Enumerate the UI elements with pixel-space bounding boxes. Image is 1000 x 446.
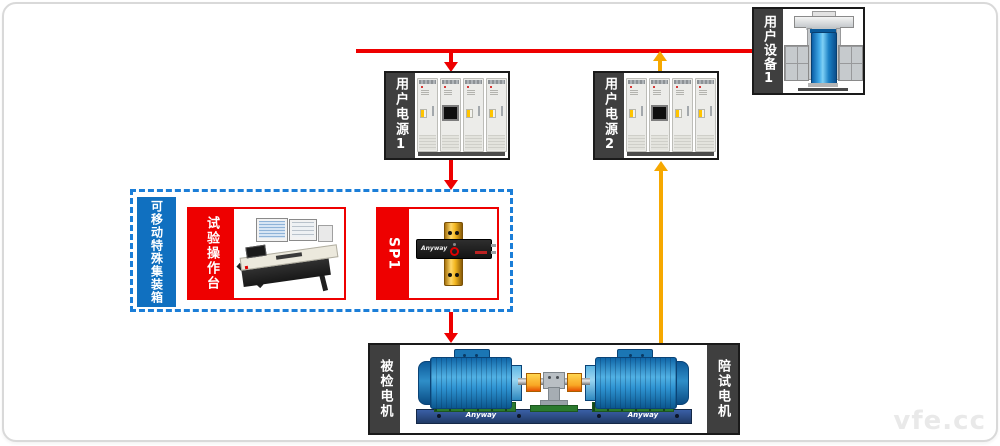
cabinet-illustration [462,78,484,152]
center-mount-plate [530,405,578,412]
cabinet-illustration [439,78,461,152]
cabinet-illustration [625,78,647,152]
tested-motor-label: 被检电机 [377,359,393,419]
test-console-label: 试验操作台 [204,216,219,291]
user-power-1-label-strip: 用户电源1 [386,73,415,158]
motor-bench-illustration: Anyway Anyway [400,345,707,433]
cabinet-base [418,152,505,156]
mobile-container-label-strip: 可移动特殊集装箱 [137,197,176,307]
cabinet-illustration [416,78,438,152]
node-user-power-2: 用户电源2 [593,71,719,160]
user-device-1-label: 用户设备1 [761,15,776,87]
user-device-1-machine [783,9,863,93]
arrow-bus-to-power1 [444,52,458,72]
user-power-2-label: 用户电源2 [602,77,617,154]
user-power-1-cabinets [415,73,508,158]
machine-crossbar [806,27,840,30]
node-user-device-1: 用户设备1 [752,7,865,95]
machine-foot [808,83,838,87]
mobile-container-label: 可移动特殊集装箱 [149,200,164,304]
arrow-container-to-motor [444,312,458,343]
accompanying-motor-illustration [577,349,689,409]
machine-blue-column [811,32,837,85]
test-console-label-strip: 试验操作台 [189,209,234,298]
shaft-coupling [567,373,582,392]
sensor-brand-text: Anyway [421,245,448,252]
tested-motor-illustration [418,349,530,409]
rail-brand-text: Anyway [627,411,659,419]
sensor-body: Anyway [416,239,496,259]
cabinet-screen [441,105,459,121]
node-test-console: 试验操作台 [187,207,346,300]
mobile-container-box: 可移动特殊集装箱 [130,189,513,312]
tested-motor-label-strip: 被检电机 [370,345,400,433]
console-device [318,225,333,242]
node-user-power-1: 用户电源1 [384,71,510,160]
machine-side-table [784,45,809,81]
power-bus-line [356,49,754,53]
arrow-power2-to-bus [653,51,667,72]
shaft-coupling [526,373,541,392]
rail-brand-text: Anyway [465,411,497,419]
sp1-sensor-illustration: Anyway [409,209,497,298]
cabinet-screen [650,105,668,121]
cabinet-illustration [648,78,670,152]
console-monitor [256,218,288,242]
arrow-power1-to-container [444,160,458,190]
console-logo-dot [244,265,249,270]
sensor-red-ring [450,247,459,256]
user-power-2-label-strip: 用户电源2 [595,73,624,158]
sp1-label-strip: SP1 [378,209,409,298]
machine-base [798,88,848,91]
watermark: vfe.cc [893,406,986,436]
user-power-1-label: 用户电源1 [393,77,408,154]
console-monitor [289,219,317,241]
node-motor-bench: 被检电机 Anyway Anyway [368,343,740,435]
cabinet-illustration [671,78,693,152]
cabinet-illustration [485,78,507,152]
cabinet-illustration [694,78,716,152]
user-power-2-cabinets [624,73,717,158]
sensor-model-mark [475,251,487,254]
test-console-illustration [234,209,344,298]
accompanying-motor-label-strip: 陪试电机 [707,345,738,433]
accompanying-motor-label: 陪试电机 [715,359,730,419]
user-device-1-label-strip: 用户设备1 [754,9,783,93]
node-sp1-sensor: SP1 Anyway [376,207,499,300]
cabinet-base [627,152,714,156]
arrow-motor-to-power2 [654,161,668,343]
machine-side-table [838,45,863,81]
machine-column-cap [810,29,836,33]
sp1-label: SP1 [385,236,402,271]
